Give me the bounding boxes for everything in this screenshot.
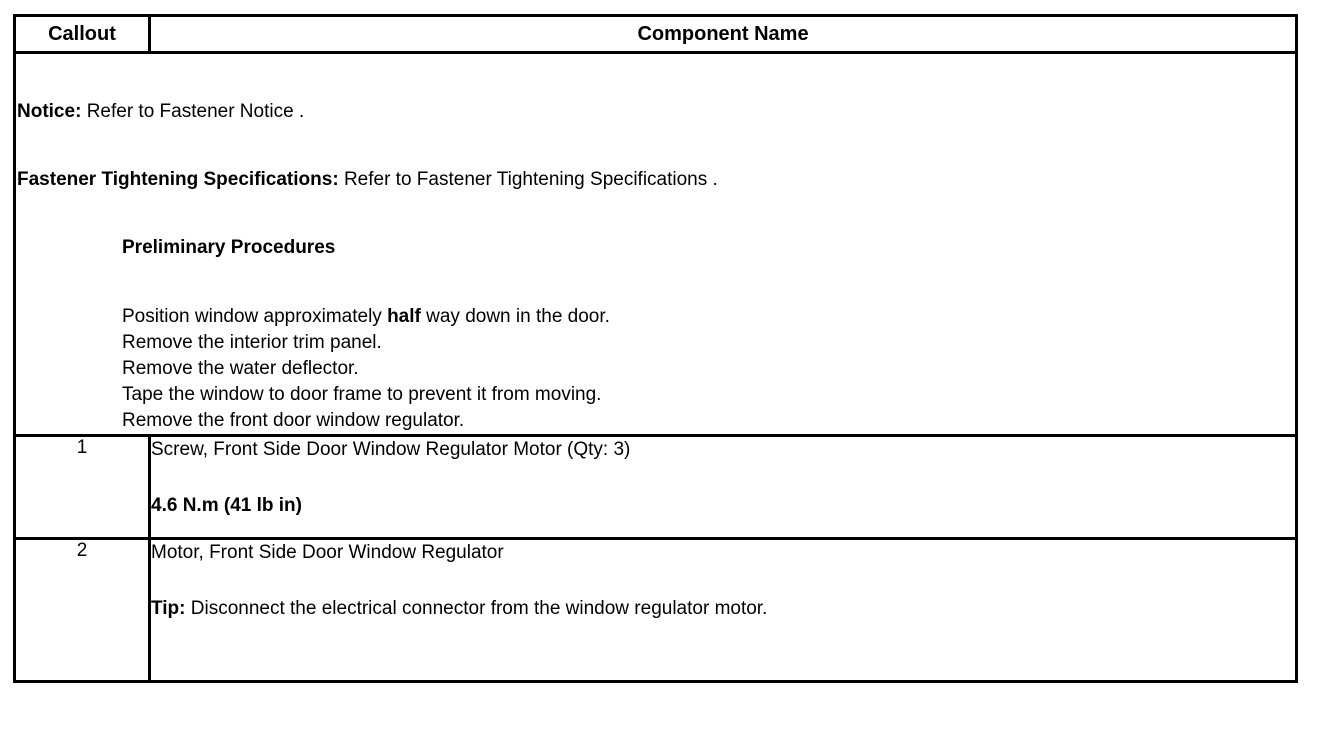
preliminary-step-text: Tape the window to door frame to prevent… [122,384,602,405]
component-sub-text: Tip: Disconnect the electrical connector… [151,596,1295,622]
component-sub-text: 4.6 N.m (41 lb in) [151,493,1295,519]
callout-number: 2 [13,537,151,683]
preliminary-step-suffix: way down in the door. [420,306,610,327]
column-header-component-name: Component Name [148,14,1298,54]
notice-label: Notice: [17,101,82,122]
preliminary-procedures-heading: Preliminary Procedures [122,237,336,258]
fastener-notice-line: Notice: Refer to Fastener Notice . [16,100,1295,124]
notice-top-spacer [16,54,1295,100]
preliminary-step: Tape the window to door frame to prevent… [122,382,1295,408]
table-body: Notice: Refer to Fastener Notice . Faste… [13,51,1298,683]
notice-text: Refer to Fastener Notice . [86,101,305,122]
fastener-spec-text: Refer to Fastener Tightening Specificati… [343,169,718,190]
component-name-text: Motor, Front Side Door Window Regulator [151,542,504,563]
column-header-callout: Callout [13,14,151,54]
component-cell: Screw, Front Side Door Window Regulator … [148,434,1298,540]
component-gap [151,566,1295,596]
preliminary-step-emphasis: half [387,306,421,327]
preliminary-step-text: Remove the interior trim panel. [122,332,382,353]
component-sub-label: Tip: [151,598,186,619]
preliminary-step: Position window approximately half way d… [122,304,1295,330]
preliminary-procedures-list: Position window approximately half way d… [122,304,1295,434]
component-name-text: Screw, Front Side Door Window Regulator … [151,439,631,460]
component-sub-value: 4.6 N.m (41 lb in) [151,495,302,516]
preliminary-step-text: Position window approximately [122,306,388,327]
component-sub-value: Disconnect the electrical connector from… [185,598,768,619]
notice-gap-1 [16,124,1295,168]
notice-gap-3 [16,260,1295,304]
component-gap [151,463,1295,493]
fastener-spec-label: Fastener Tightening Specifications: [17,169,339,190]
preliminary-step: Remove the interior trim panel. [122,330,1295,356]
preliminary-step: Remove the front door window regulator. [122,408,1295,434]
fastener-spec-line: Fastener Tightening Specifications: Refe… [16,168,1295,192]
preliminary-step-text: Remove the water deflector. [122,358,359,379]
preliminary-step: Remove the water deflector. [122,356,1295,382]
notice-gap-2 [16,192,1295,236]
callout-number: 1 [13,434,151,540]
component-spec-table: Callout Component Name Notice: Refer to … [13,14,1298,683]
table-header: Callout Component Name [13,14,1298,54]
notice-row: Notice: Refer to Fastener Notice . Faste… [13,51,1298,437]
notice-cell: Notice: Refer to Fastener Notice . Faste… [13,51,1298,437]
header-row: Callout Component Name [13,14,1298,54]
preliminary-step-text: Remove the front door window regulator. [122,410,465,431]
